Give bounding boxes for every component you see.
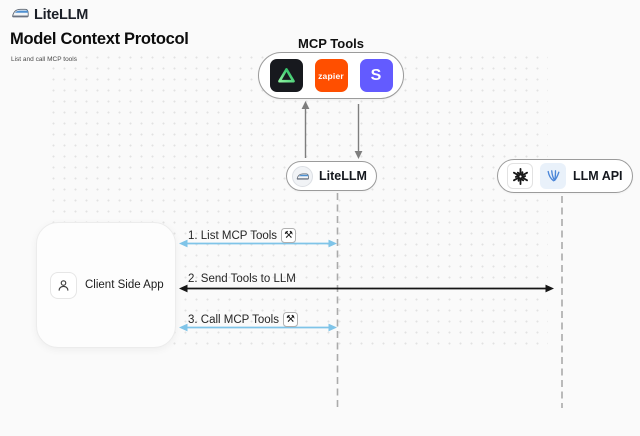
arrow-mcp-to-litellm-down <box>354 104 363 159</box>
client-side-app-node: Client Side App <box>36 222 176 348</box>
litellm-node-label: LiteLLM <box>319 169 367 183</box>
crossed-tools-icon: ⚒ <box>282 312 298 327</box>
step-2-label: 2. Send Tools to LLM <box>188 273 296 285</box>
litellm-node: LiteLLM <box>286 161 377 191</box>
zapier-icon: zapier <box>314 59 348 92</box>
brand-header: LiteLLM <box>11 6 88 24</box>
page-subtitle: List and call MCP tools <box>11 56 77 63</box>
step-1-label: 1. List MCP Tools <box>188 229 278 242</box>
mcp-tools-group: zapier S <box>258 52 404 99</box>
mcp-tools-label: MCP Tools <box>298 36 364 51</box>
client-side-app-label: Client Side App <box>85 279 164 291</box>
llm-api-node: LLM API <box>497 159 633 193</box>
llm-api-node-label: LLM API <box>573 169 623 183</box>
brand-name: LiteLLM <box>34 7 89 23</box>
step-3-label-row: 3. Call MCP Tools ⚒ <box>188 312 298 327</box>
person-icon <box>50 271 77 299</box>
stripe-icon: S <box>359 59 393 92</box>
step-3-label: 3. Call MCP Tools <box>188 313 279 326</box>
litellm-train-icon <box>11 6 29 24</box>
green-triangle-tool-icon <box>269 59 303 92</box>
crossed-tools-icon: ⚒ <box>281 228 297 243</box>
step-1-label-row: 1. List MCP Tools ⚒ <box>188 228 297 243</box>
arrow-send-tools-to-llm <box>179 284 554 293</box>
arrow-litellm-to-mcp-up <box>301 101 310 158</box>
blue-provider-icon <box>540 163 566 189</box>
page-title: Model Context Protocol <box>10 30 189 48</box>
step-2-label-row: 2. Send Tools to LLM <box>188 273 296 285</box>
litellm-train-badge-icon <box>292 165 313 187</box>
openai-icon <box>507 163 533 189</box>
